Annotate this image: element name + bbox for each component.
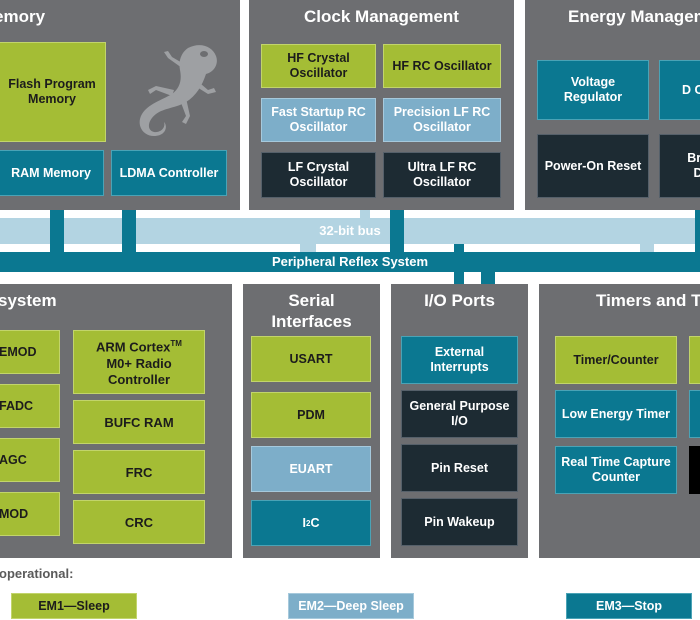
external-interrupts-block: External Interrupts xyxy=(401,336,518,384)
voltage-regulator-block: Voltage Regulator xyxy=(537,60,649,120)
peripheral-reflex-system-bar xyxy=(0,252,700,272)
serial-interfaces-title-line2: Interfaces xyxy=(271,312,352,331)
timer-partial-block-2 xyxy=(689,390,700,438)
euart-block: EUART xyxy=(251,446,371,492)
io-ports-panel: I/O Ports External Interrupts General Pu… xyxy=(391,284,528,558)
lf-crystal-oscillator-block: LF Crystal Oscillator xyxy=(261,152,376,198)
connector-clock-right xyxy=(390,210,404,252)
hf-crystal-oscillator-block: HF Crystal Oscillator xyxy=(261,44,376,88)
flash-program-memory-block: Flash Program Memory xyxy=(0,42,106,142)
usart-block: USART xyxy=(251,336,371,382)
power-on-reset-block: Power-On Reset xyxy=(537,134,649,198)
serial-interfaces-title-line1: Serial xyxy=(288,291,335,310)
hf-rc-oscillator-block: HF RC Oscillator xyxy=(383,44,501,88)
timers-title: Timers and T xyxy=(596,291,700,310)
bus-32bit xyxy=(0,218,700,244)
ifadc-block: FADC xyxy=(0,384,60,428)
timer-partial-block-1 xyxy=(689,336,700,384)
frc-block: FRC xyxy=(73,450,205,494)
brown-out-detector-block: Bro D xyxy=(659,134,700,198)
dc-dc-converter-block: D Co xyxy=(659,60,700,120)
pin-reset-block: Pin Reset xyxy=(401,444,518,492)
real-time-capture-counter-block: Real Time Capture Counter xyxy=(555,446,677,494)
ldma-controller-block: LDMA Controller xyxy=(111,150,227,196)
gecko-icon xyxy=(139,45,217,136)
low-energy-timer-block: Low Energy Timer xyxy=(555,390,677,438)
memory-panel-title: emory xyxy=(0,7,46,26)
legend-em1: EM1—Sleep xyxy=(11,593,137,619)
ram-memory-block: RAM Memory xyxy=(0,150,104,196)
agc-block: AGC xyxy=(0,438,60,482)
connector-io-2 xyxy=(481,272,495,286)
peripheral-reflex-system-label: Peripheral Reflex System xyxy=(271,254,429,269)
connector-timers xyxy=(640,244,654,252)
connector-clock-left xyxy=(360,210,370,220)
clock-management-title: Clock Management xyxy=(304,7,459,26)
io-ports-title: I/O Ports xyxy=(424,291,495,310)
crc-block: CRC xyxy=(73,500,205,544)
arm-cortex-line3: Controller xyxy=(107,371,171,387)
legend-label: operational: xyxy=(0,566,74,581)
pdm-block: PDM xyxy=(251,392,371,438)
connector-io-1 xyxy=(454,244,464,286)
demod-block: EMOD xyxy=(0,330,60,374)
general-purpose-io-block: General Purpose I/O xyxy=(401,390,518,438)
timer-partial-block-3 xyxy=(689,446,700,494)
bus-32bit-label: 32-bit bus xyxy=(319,223,381,238)
legend-em2: EM2—Deep Sleep xyxy=(288,593,414,619)
fast-startup-rc-oscillator-block: Fast Startup RC Oscillator xyxy=(261,98,376,142)
timers-panel: Timers and T Timer/Counter Low Energy Ti… xyxy=(539,284,700,558)
connector-serial xyxy=(300,244,316,252)
mod-block: MOD xyxy=(0,492,60,536)
energy-management-panel: Energy Managem Voltage Regulator D Co Po… xyxy=(525,0,700,210)
memory-panel: emory Flash Program Memory RAM Memory LD… xyxy=(0,0,240,210)
radio-subsystem-title: system xyxy=(0,291,57,310)
timer-counter-block: Timer/Counter xyxy=(555,336,677,384)
radio-subsystem-panel: system EMOD FADC AGC MOD ARM CortexTM M0… xyxy=(0,284,232,558)
bufc-ram-block: BUFC RAM xyxy=(73,400,205,444)
arm-cortex-radio-controller-block: ARM CortexTM M0+ Radio Controller xyxy=(73,330,205,394)
legend-em3: EM3—Stop xyxy=(566,593,692,619)
pin-wakeup-block: Pin Wakeup xyxy=(401,498,518,546)
clock-management-panel: Clock Management HF Crystal Oscillator H… xyxy=(249,0,514,210)
precision-lf-rc-oscillator-block: Precision LF RC Oscillator xyxy=(383,98,501,142)
connector-energy xyxy=(695,210,700,252)
connector-ram xyxy=(50,210,64,252)
ultra-lf-rc-oscillator-block: Ultra LF RC Oscillator xyxy=(383,152,501,198)
arm-cortex-line1: ARM CortexTM xyxy=(96,339,182,355)
connector-ldma xyxy=(122,210,136,252)
arm-cortex-line2: M0+ Radio xyxy=(106,355,172,371)
energy-management-title: Energy Managem xyxy=(568,7,700,26)
